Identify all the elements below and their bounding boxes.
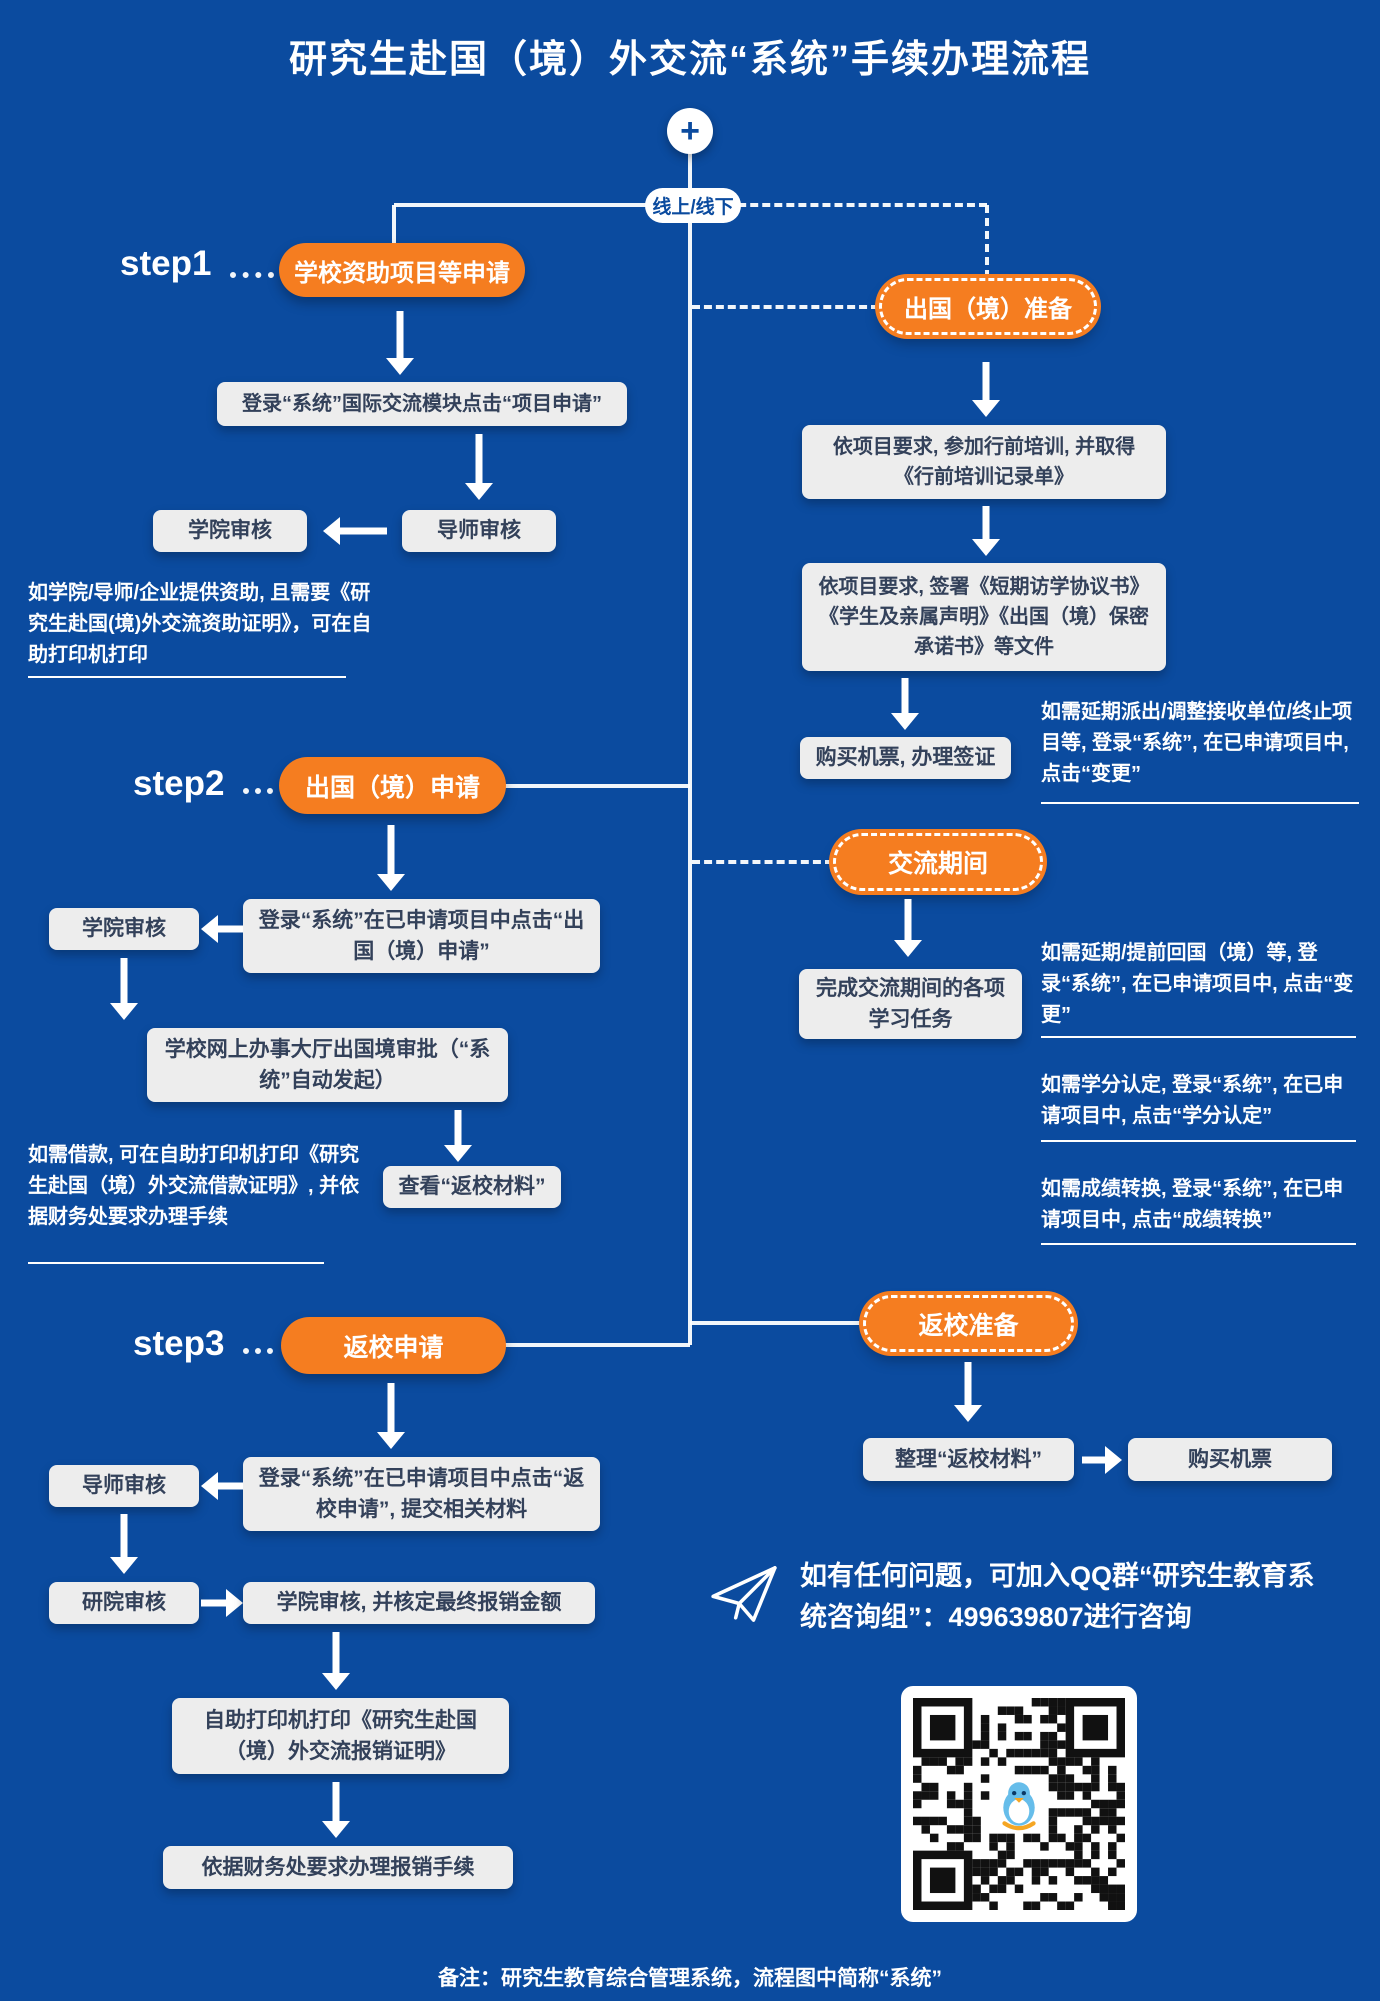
qr-pattern — [913, 1698, 1125, 1910]
box-pre-departure-training: 依项目要求, 参加行前培训, 并取得《行前培训记录单》 — [802, 425, 1166, 499]
note-funding-certificate: 如学院/导师/企业提供资助, 且需要《研究生赴国(境)外交流资助证明》，可在自助… — [28, 582, 372, 666]
connector-branch-left — [394, 203, 690, 207]
leader-dots — [243, 1348, 273, 1354]
right-arrow-icon — [1082, 1446, 1122, 1474]
note-postpone-change: 如需延期派出/调整接收单位/终止项目等, 登录“系统”, 在已申请项目中, 点击… — [1041, 701, 1353, 785]
left-arrow-icon — [201, 915, 243, 943]
plus-icon: + — [667, 108, 713, 154]
note-loan-certificate: 如需借款, 可在自助打印机打印《研究生赴国（境）外交流借款证明》, 并依据财务处… — [28, 1144, 360, 1228]
left-arrow-icon — [201, 1472, 243, 1500]
step2-pill: 出国（境）申请 — [279, 757, 506, 814]
box-finance-procedures: 依据财务处要求办理报销手续 — [163, 1846, 513, 1889]
down-arrow-icon — [893, 899, 923, 957]
down-arrow-icon — [953, 1362, 983, 1422]
down-arrow-icon — [464, 434, 494, 500]
qq-group-qr-code — [901, 1686, 1137, 1922]
online-offline-badge: 线上/线下 — [645, 188, 741, 223]
abroad-prep-pill: 出国（境）准备 — [879, 278, 1097, 335]
connector-step3 — [505, 1343, 690, 1347]
leader-dots — [230, 272, 274, 278]
down-arrow-icon — [443, 1110, 473, 1162]
note-grade-conversion: 如需成绩转换, 登录“系统”, 在已申请项目中, 点击“成绩转换” — [1041, 1178, 1344, 1231]
note-early-return-change: 如需延期/提前回国（境）等, 登录“系统”, 在已申请项目中, 点击“变更” — [1041, 942, 1354, 1026]
box-online-approval: 学校网上办事大厅出国境审批（“系统”自动发起） — [147, 1028, 508, 1102]
box-check-return-materials: 查看“返校材料” — [383, 1166, 561, 1208]
down-arrow-icon — [971, 362, 1001, 417]
box-college-review-step2: 学院审核 — [49, 908, 199, 950]
box-abroad-apply: 登录“系统”在已申请项目中点击“出国（境）申请” — [243, 899, 600, 973]
box-return-apply: 登录“系统”在已申请项目中点击“返校申请”, 提交相关材料 — [243, 1457, 600, 1531]
step3-pill: 返校申请 — [281, 1317, 506, 1374]
connector-return-prep — [690, 1321, 863, 1325]
box-project-apply: 登录“系统”国际交流模块点击“项目申请” — [217, 382, 627, 426]
step1-pill: 学校资助项目等申请 — [279, 243, 525, 297]
step3-label: step3 — [133, 1324, 225, 1363]
box-sign-documents: 依项目要求, 签署《短期访学协议书》《学生及亲属声明》《出国（境）保密承诺书》等… — [802, 563, 1166, 671]
step2-label: step2 — [133, 764, 225, 803]
down-arrow-icon — [890, 678, 920, 730]
down-arrow-icon — [376, 825, 406, 891]
qq-penguin-logo-icon — [990, 1775, 1048, 1833]
page-title: 研究生赴国（境）外交流“系统”手续办理流程 — [288, 39, 1091, 81]
note-underline — [1041, 1140, 1356, 1142]
qq-group-contact-text: 如有任何问题，可加入QQ群“研究生教育系统咨询组”：499639807进行咨询 — [800, 1561, 1315, 1632]
box-mentor-review-step3: 导师审核 — [49, 1465, 199, 1507]
footer-note: 备注：研究生教育综合管理系统，流程图中简称“系统” — [438, 1967, 942, 1990]
down-arrow-icon — [109, 958, 139, 1020]
down-arrow-icon — [321, 1632, 351, 1690]
during-exchange-pill: 交流期间 — [833, 833, 1043, 891]
box-buy-return-ticket: 购买机票 — [1128, 1438, 1332, 1481]
connector-branch-right-dashed — [690, 203, 987, 207]
box-graduate-school-review: 研院审核 — [49, 1582, 199, 1624]
connector-step2 — [505, 784, 690, 788]
box-college-review-step1: 学院审核 — [153, 510, 307, 552]
connector-exchange-dashed — [692, 860, 833, 864]
note-underline — [28, 676, 346, 678]
box-college-review-reimbursement: 学院审核, 并核定最终报销金额 — [243, 1582, 595, 1624]
connector-drop-step1 — [392, 205, 396, 245]
down-arrow-icon — [321, 1782, 351, 1838]
connector-abroad-prep-dashed — [692, 305, 879, 309]
note-underline — [1041, 1036, 1356, 1038]
step1-label: step1 — [120, 244, 212, 283]
note-credit-recognition: 如需学分认定, 登录“系统”, 在已申请项目中, 点击“学分认定” — [1041, 1074, 1344, 1127]
connector-main-vertical — [688, 150, 692, 1345]
note-underline — [1041, 802, 1359, 804]
left-arrow-icon — [323, 517, 387, 545]
down-arrow-icon — [385, 311, 415, 375]
box-study-tasks: 完成交流期间的各项学习任务 — [799, 969, 1022, 1039]
box-mentor-review-step1: 导师审核 — [402, 510, 556, 552]
down-arrow-icon — [971, 506, 1001, 556]
down-arrow-icon — [376, 1383, 406, 1449]
box-buy-ticket-visa: 购买机票, 办理签证 — [800, 737, 1011, 779]
return-prep-pill: 返校准备 — [863, 1295, 1074, 1352]
connector-drop-abroad-prep-dashed — [985, 205, 989, 278]
box-print-reimbursement-certificate: 自助打印机打印《研究生赴国（境）外交流报销证明》 — [172, 1698, 509, 1774]
right-arrow-icon — [201, 1589, 243, 1617]
note-underline — [1041, 1243, 1356, 1245]
note-underline — [28, 1262, 324, 1264]
box-collect-return-materials: 整理“返校材料” — [863, 1438, 1074, 1481]
down-arrow-icon — [109, 1514, 139, 1574]
paper-plane-icon — [706, 1556, 782, 1632]
leader-dots — [243, 788, 273, 794]
